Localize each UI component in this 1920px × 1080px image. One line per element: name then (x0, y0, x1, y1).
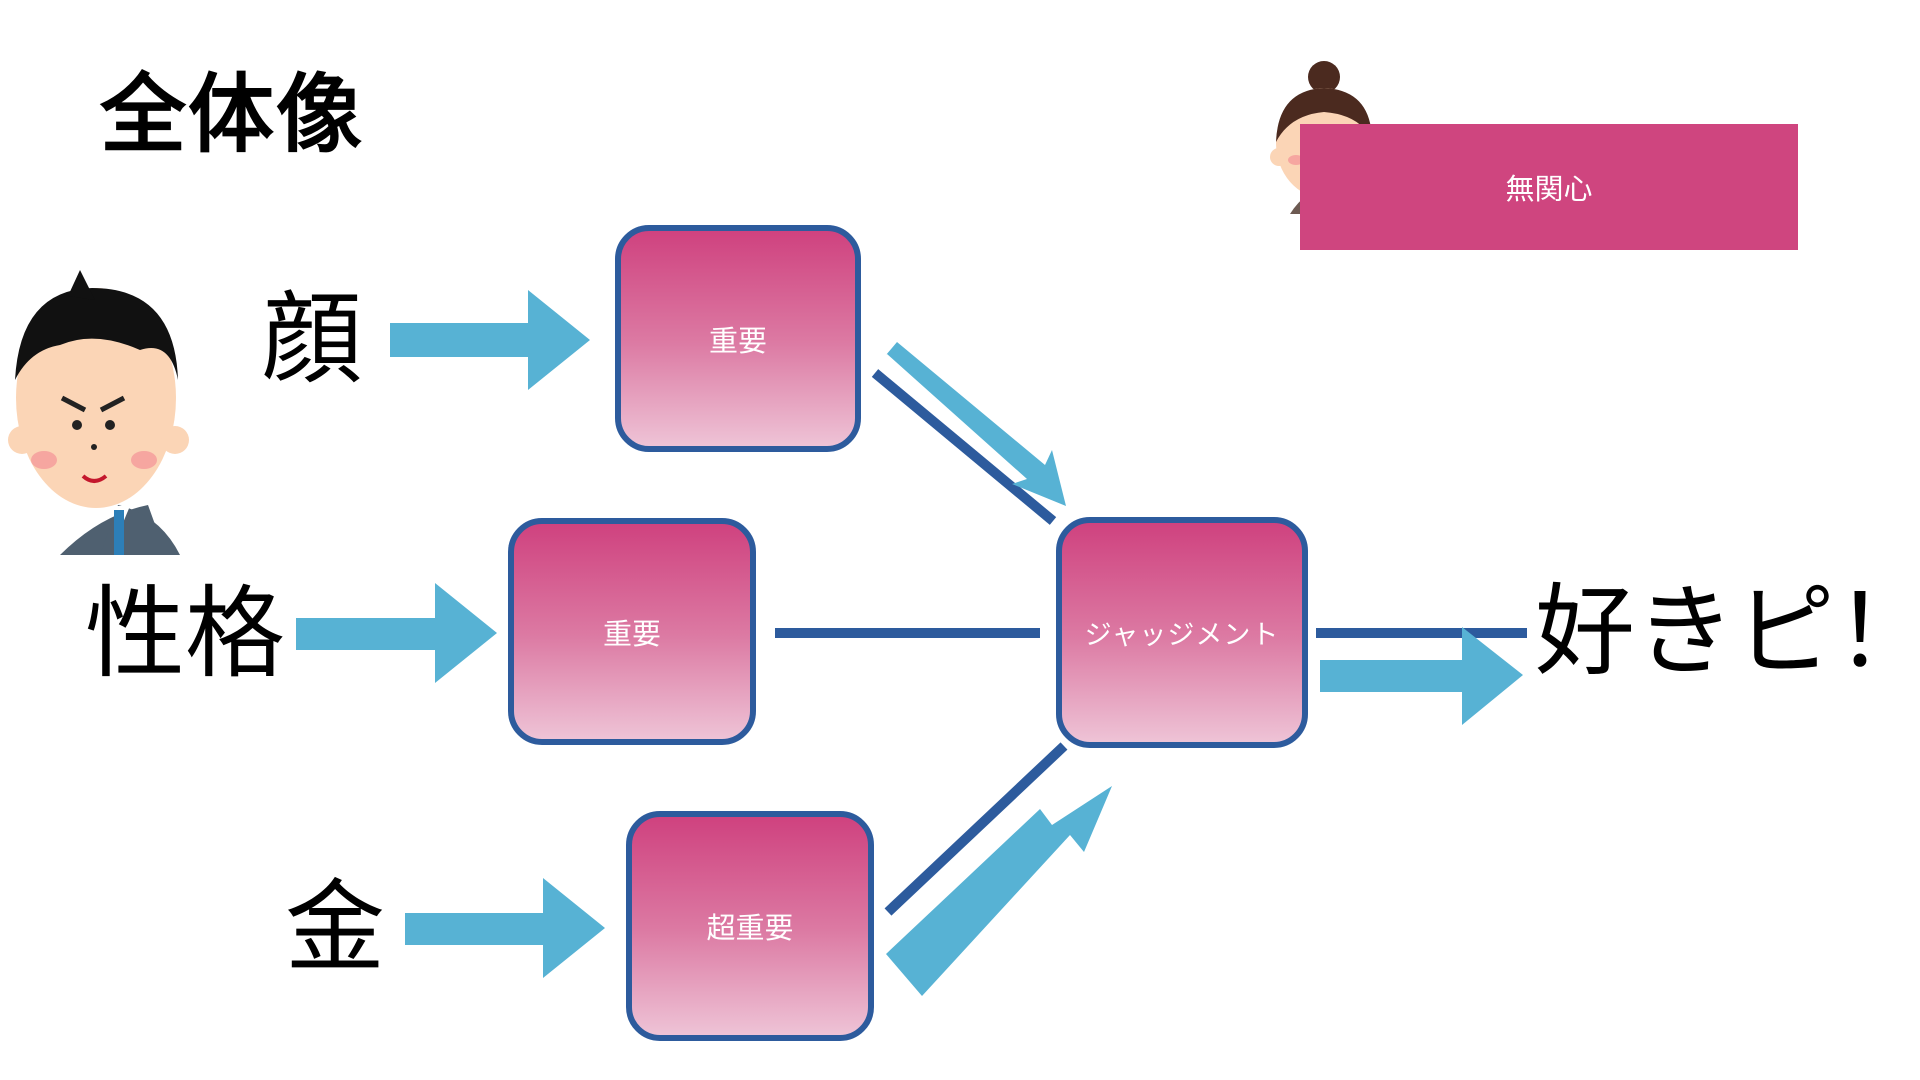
arrow-judgement-result (1320, 627, 1523, 725)
input-label-personality: 性格 (85, 575, 285, 692)
line-face-judgement (871, 369, 1057, 525)
importance-box-face: 重要 (615, 225, 861, 452)
arrow-face (390, 290, 590, 390)
importance-box-money: 超重要 (626, 811, 874, 1041)
line-money-judgement (884, 742, 1068, 916)
indifferent-label: 無関心 (1505, 172, 1593, 206)
page-title: 全体像 (100, 65, 364, 165)
arrow-personality (296, 583, 497, 683)
importance-box-face-label: 重要 (708, 323, 767, 358)
input-label-face: 顔 (262, 281, 362, 398)
judgement-box-label: ジャッジメント (1084, 620, 1280, 651)
judgement-box: ジャッジメント (1056, 517, 1308, 748)
importance-box-money-label: 超重要 (706, 911, 794, 945)
importance-box-personality: 重要 (508, 518, 756, 745)
man-icon (8, 270, 189, 555)
indifferent-box: 無関心 (1300, 124, 1798, 250)
arrow-face-judgement (886, 342, 1066, 506)
result-label: 好きピ！ (1535, 573, 1920, 690)
importance-box-personality-label: 重要 (602, 616, 661, 651)
arrow-money-judgement (886, 786, 1112, 996)
input-label-money: 金 (285, 869, 385, 986)
arrow-money (405, 878, 605, 978)
